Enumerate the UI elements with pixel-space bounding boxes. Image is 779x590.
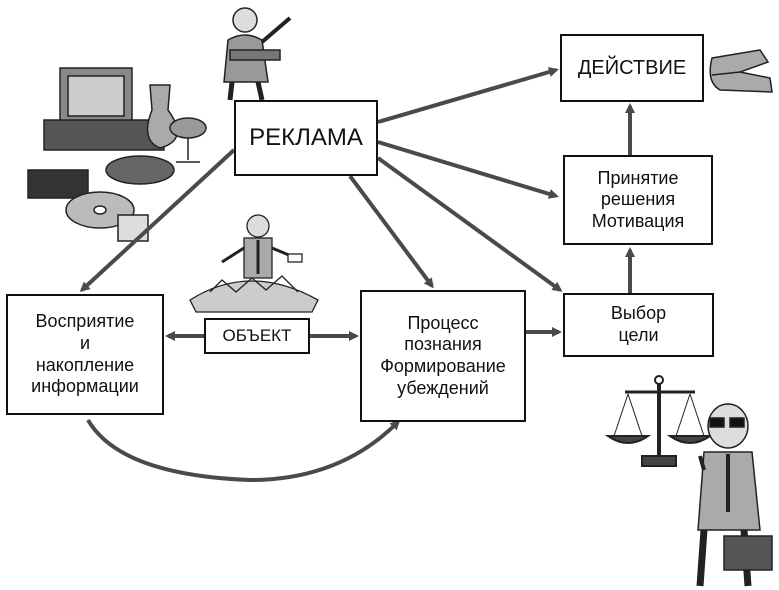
node-process-label: Процесс познания Формирование убеждений — [380, 312, 506, 398]
arrow-reklama-to-deystvie — [377, 67, 559, 124]
node-obekt: ОБЪЕКТ — [204, 318, 310, 354]
node-prinyatie-label: Принятие решения Мотивация — [591, 167, 685, 231]
arrow-reklama-to-vospriyatie — [79, 148, 236, 293]
arrow-reklama-to-prinyatie — [377, 140, 559, 199]
pointing-hand-icon — [709, 49, 773, 93]
node-vybor-label: Выбор цели — [610, 303, 667, 345]
computer-goods-icon — [27, 67, 207, 242]
node-vybor: Выбор цели — [563, 293, 714, 357]
arrow-reklama-to-process — [348, 174, 434, 289]
scales-icon — [604, 375, 714, 467]
node-deystvie: ДЕЙСТВИЕ — [560, 34, 704, 102]
node-reklama-label: РЕКЛАМА — [249, 123, 363, 151]
node-vospriyatie: Восприятие и накопление информации — [6, 294, 164, 415]
node-vospriyatie-label: Восприятие и накопление информации — [31, 311, 139, 397]
node-reklama: РЕКЛАМА — [234, 100, 378, 176]
arrow-reklama-to-vybor — [376, 156, 563, 292]
money-pile-man-icon — [189, 214, 319, 313]
node-prinyatie: Принятие решения Мотивация — [563, 155, 713, 245]
node-process: Процесс познания Формирование убеждений — [360, 290, 526, 422]
arrow-vospriyatie-to-process — [86, 418, 401, 483]
businessman-icon — [696, 403, 773, 587]
node-obekt-label: ОБЪЕКТ — [222, 325, 292, 345]
node-deystvie-label: ДЕЙСТВИЕ — [577, 57, 687, 79]
speaker-man-icon — [223, 7, 292, 101]
